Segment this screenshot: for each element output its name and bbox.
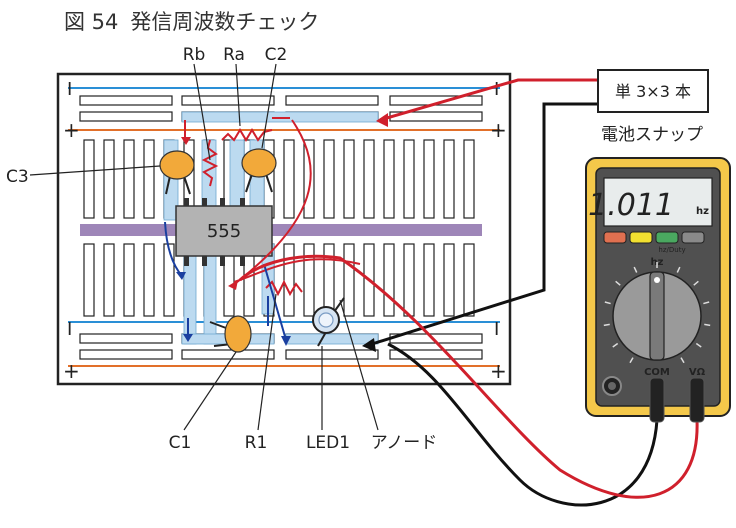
mode-button-green[interactable] <box>655 231 679 244</box>
label-r1: R1 <box>245 433 268 453</box>
terminal-column-upper <box>143 139 155 219</box>
resistor-r1 <box>265 279 303 297</box>
port-v-label: VΩ <box>689 367 706 378</box>
dial-tick <box>704 323 711 327</box>
label-led1: LED1 <box>306 433 350 453</box>
terminal-column-lower <box>163 243 175 317</box>
label-rb: Rb <box>183 45 206 65</box>
label-anode: アノード <box>371 433 437 453</box>
battery-label: 単 3×3 本 <box>615 82 691 101</box>
rail-minus-symbol-bl: I <box>67 319 72 340</box>
leader-lines <box>29 63 379 431</box>
label-c3: C3 <box>6 167 29 187</box>
terminal-column-upper <box>403 139 415 219</box>
dial-pointer <box>654 277 660 283</box>
terminal-column-upper <box>83 139 95 219</box>
terminal-column-upper <box>443 139 455 219</box>
ic-label: 555 <box>207 221 241 242</box>
battery-red-lead <box>379 78 598 122</box>
capacitor-c3 <box>159 150 195 195</box>
figure-caption: 発信周波数チェック <box>130 10 320 34</box>
terminal-column-upper <box>383 139 395 219</box>
terminal-column-lower <box>303 243 315 317</box>
mode-button-gray[interactable] <box>681 231 705 244</box>
rail-minus-symbol-br: I <box>494 319 499 340</box>
dial-tick <box>633 266 638 273</box>
rail-minus-symbol-tl: I <box>67 79 72 100</box>
probe-v-lead <box>238 254 699 499</box>
dial-tick <box>676 266 681 273</box>
terminal-column-upper <box>123 139 135 219</box>
terminal-column-lower <box>343 243 355 317</box>
terminal-column-upper <box>283 139 295 219</box>
ic-555: 555 <box>175 198 273 266</box>
rail-plus-symbol-br: + <box>490 359 507 383</box>
display-value: 1.011 <box>588 188 674 223</box>
terminal-column-lower <box>463 243 475 317</box>
mode-button-yellow[interactable] <box>629 231 653 244</box>
terminal-column-upper <box>303 139 315 219</box>
capacitor-c2 <box>241 148 277 193</box>
display-unit: hz <box>696 206 709 217</box>
multimeter-display <box>603 177 713 227</box>
port-com-label: COM <box>644 367 670 378</box>
battery-snap-label: 電池スナップ <box>601 125 703 145</box>
center-divider <box>80 224 482 236</box>
terminal-column-lower <box>83 243 95 317</box>
dial-tick <box>612 342 619 348</box>
capacitor-c1 <box>209 315 252 353</box>
terminal-column-lower <box>103 243 115 317</box>
battery-box: 単 3×3 本 <box>597 69 709 113</box>
terminal-column-lower <box>143 243 155 317</box>
dial-tick <box>603 323 610 327</box>
terminal-column-lower <box>383 243 395 317</box>
mode-button-red[interactable] <box>603 231 627 244</box>
probe-com-lead <box>387 342 659 507</box>
dial-tick <box>703 301 710 305</box>
probe-v <box>689 377 705 423</box>
dial-tick <box>695 342 702 348</box>
terminal-column-upper <box>323 139 335 219</box>
probe-com <box>649 377 665 423</box>
figure-title: 図 54 発信周波数チェック <box>64 6 331 36</box>
terminal-column-upper <box>463 139 475 219</box>
rail-plus-symbol-bl: + <box>63 359 80 383</box>
terminal-column-upper <box>423 139 435 219</box>
rail-plus-symbol-tr: + <box>490 118 507 142</box>
dial-tick <box>604 301 611 305</box>
terminal-column-lower <box>283 243 295 317</box>
rail-plus-symbol-tl: + <box>63 118 80 142</box>
led1 <box>312 297 345 347</box>
rail-minus-symbol-tr: I <box>494 79 499 100</box>
label-ra: Ra <box>223 45 245 65</box>
label-c1: C1 <box>169 433 192 453</box>
dial-tick <box>680 357 685 364</box>
resistor-ra <box>221 128 273 142</box>
red-jumpers <box>184 117 361 287</box>
resistor-rb <box>201 139 219 187</box>
terminal-column-lower <box>443 243 455 317</box>
terminal-column-lower <box>403 243 415 317</box>
figure-number: 図 54 <box>64 10 119 34</box>
dial-tick <box>615 280 621 286</box>
multimeter: 1.011 hz hz/Duty hz COM VΩ <box>585 157 731 417</box>
dial-knob[interactable] <box>649 271 665 361</box>
dial-tick <box>693 280 699 286</box>
terminal-column-upper <box>343 139 355 219</box>
mode-label: hz/Duty <box>658 246 685 254</box>
terminal-column-lower <box>123 243 135 317</box>
terminal-column-upper <box>103 139 115 219</box>
terminal-column-lower <box>323 243 335 317</box>
battery-black-lead <box>371 102 598 346</box>
terminal-column-lower <box>423 243 435 317</box>
label-c2: C2 <box>265 45 288 65</box>
dial-tick <box>629 357 634 364</box>
terminal-column-upper <box>363 139 375 219</box>
